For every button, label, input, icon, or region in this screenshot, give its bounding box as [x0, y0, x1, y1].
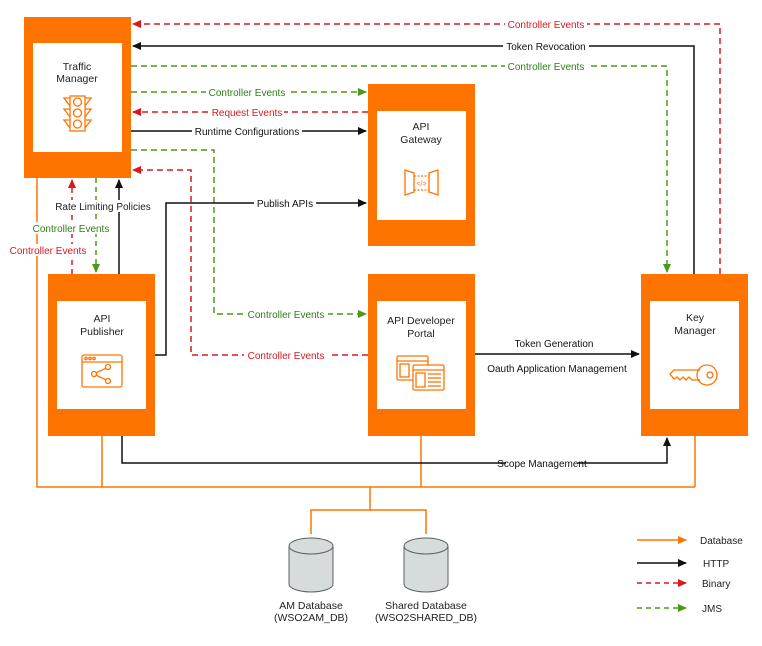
node-title-line2: Publisher: [80, 326, 124, 338]
rate-limiting-label: Rate Limiting Policies: [55, 202, 151, 213]
edge-label: Runtime Configurations: [195, 127, 300, 138]
edge-label: Controller Events: [508, 62, 585, 73]
node-traffic-manager[interactable]: Traffic Manager: [24, 17, 131, 178]
key-icon: [669, 364, 718, 386]
database-shared[interactable]: Shared Database (WSO2SHARED_DB): [375, 537, 477, 624]
edge-tm-km-controller-events: Controller Events: [131, 60, 671, 273]
legend-item-jms: JMS: [637, 604, 722, 615]
gateway-code-icon: </>: [404, 169, 439, 196]
node-title-line1: Traffic: [63, 61, 92, 73]
db-line-traffic-manager: [36, 178, 695, 488]
edge-tm-gw-runtime-configurations: Runtime Configurations: [131, 125, 367, 138]
edge-portal-tm-controller-events: Controller Events: [132, 166, 368, 362]
legend-label: HTTP: [703, 559, 729, 570]
legend-label: Database: [700, 536, 743, 547]
legend-item-database: Database: [637, 536, 743, 547]
edge-tm-portal-controller-events: Controller Events: [131, 149, 367, 321]
traffic-light-icon: [62, 95, 93, 132]
db-id: (WSO2SHARED_DB): [375, 612, 477, 624]
node-title-line2: Manager: [674, 325, 716, 337]
node-api-gateway[interactable]: API Gateway </>: [368, 84, 475, 246]
db-name: Shared Database: [385, 600, 467, 612]
legend-item-binary: Binary: [637, 579, 730, 590]
edge-km-tm-controller-events: Controller Events: [132, 18, 721, 274]
node-title-line1: Key: [686, 312, 705, 324]
legend-label: JMS: [702, 604, 722, 615]
edge-pub-km-scope-management: Scope Management: [121, 436, 671, 470]
db-id: (WSO2AM_DB): [274, 612, 348, 624]
edge-label: Controller Events: [248, 351, 325, 362]
edge-label: Publish APIs: [257, 199, 313, 210]
edge-label: Controller Events: [248, 310, 325, 321]
db-branch: [310, 509, 427, 534]
db-name: AM Database: [279, 600, 343, 612]
node-title-line1: API Developer: [387, 315, 455, 327]
node-title-line1: API: [94, 313, 111, 325]
legend-item-http: HTTP: [637, 559, 729, 570]
database-am[interactable]: AM Database (WSO2AM_DB): [274, 537, 348, 624]
node-key-manager[interactable]: Key Manager: [641, 274, 748, 436]
edge-km-tm-token-revocation: Token Revocation: [132, 40, 695, 274]
database-connections: [36, 178, 696, 534]
edge-gw-tm-request-events: Request Events: [132, 106, 368, 119]
edge-label: Controller Events: [508, 20, 585, 31]
node-title-line2: Manager: [56, 73, 98, 85]
node-title-line1: API: [413, 121, 430, 133]
share-window-icon: [81, 354, 123, 388]
node-api-publisher[interactable]: API Publisher: [48, 274, 155, 436]
node-title-line2: Gateway: [400, 134, 442, 146]
edge-label: Scope Management: [497, 459, 587, 470]
browser-windows-icon: [396, 355, 445, 391]
edge-label: Request Events: [212, 108, 283, 119]
edge-portal-km: Token Generation Oauth Application Manag…: [475, 339, 640, 375]
oauth-label: Oauth Application Management: [487, 364, 627, 375]
svg-text:</>: </>: [416, 181, 426, 188]
edge-label: Token Revocation: [506, 42, 586, 53]
node-title-line2: Portal: [407, 328, 434, 340]
edge-pub-gw-publish-apis: Publish APIs: [155, 197, 367, 356]
edge-tm-gw-controller-events: Controller Events: [131, 86, 367, 99]
tm-pub-controller-events-label: Controller Events: [33, 224, 110, 235]
token-generation-label: Token Generation: [515, 339, 594, 350]
legend: Database HTTP Binary JMS: [637, 536, 743, 615]
node-api-developer-portal[interactable]: API Developer Portal: [368, 274, 475, 436]
legend-label: Binary: [702, 579, 730, 590]
pub-tm-controller-events-label: Controller Events: [10, 246, 87, 257]
edge-label: Controller Events: [209, 88, 286, 99]
